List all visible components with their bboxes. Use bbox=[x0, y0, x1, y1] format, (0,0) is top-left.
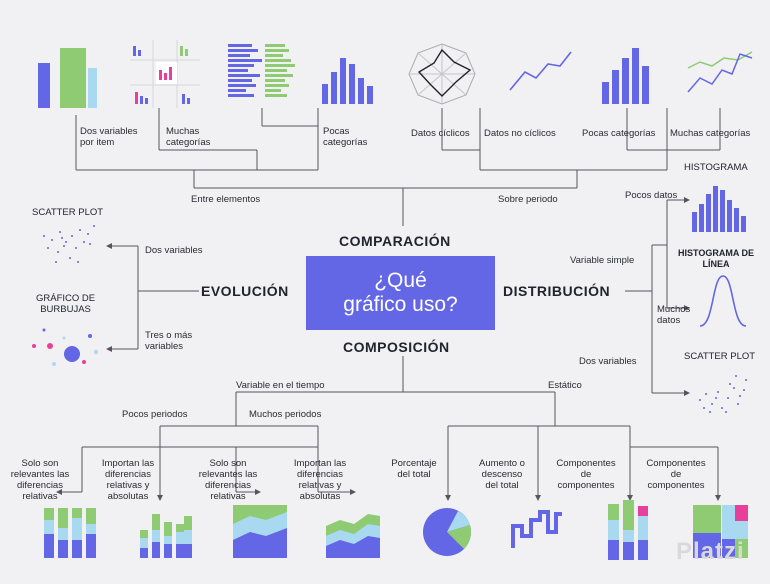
bell-curve-icon bbox=[699, 275, 747, 327]
label-few-categories: Pocas categorías bbox=[323, 126, 368, 148]
platzi-watermark-logo: Platzi bbox=[676, 538, 745, 565]
label-many-data: Muchos datos bbox=[657, 304, 691, 326]
radar-chart-icon bbox=[408, 43, 476, 105]
label-components-1: Componentes de componentes bbox=[556, 458, 616, 491]
label-relative-absolute-2: Importan las diferencias relativas y abs… bbox=[293, 458, 347, 502]
label-two-variables: Dos variables bbox=[145, 245, 203, 256]
grid-bar-icon bbox=[130, 40, 200, 108]
waterfall-icon bbox=[511, 510, 562, 548]
label-increase-decrease: Aumento o descenso del total bbox=[479, 458, 525, 491]
label-only-relative-1: Solo son relevantes las diferencias rela… bbox=[10, 458, 70, 502]
column-chart-icon bbox=[322, 58, 373, 104]
center-question-box: ¿Qué gráfico uso? bbox=[306, 256, 495, 330]
bubble-chart-icon bbox=[32, 328, 98, 366]
line-chart-icon bbox=[509, 51, 572, 91]
label-simple-variable: Variable simple bbox=[570, 255, 635, 266]
bar-chart-icon bbox=[38, 48, 97, 108]
title-histogram: HISTOGRAMA bbox=[684, 162, 748, 173]
treemap-icon bbox=[693, 505, 748, 558]
heading-composition: COMPOSICIÓN bbox=[343, 339, 450, 355]
label-relative-absolute-1: Importan las diferencias relativas y abs… bbox=[101, 458, 155, 502]
pie-chart-icon bbox=[423, 508, 472, 556]
title-line-histogram: HISTOGRAMA DE LÍNEA bbox=[678, 248, 755, 269]
title-bubble-chart: GRÁFICO DE BURBUJAS bbox=[36, 293, 96, 315]
label-over-period: Sobre periodo bbox=[498, 194, 558, 205]
label-many-categories-period: Muchas categorías bbox=[670, 128, 751, 139]
scatter-plot-icon bbox=[699, 375, 747, 413]
label-few-data: Pocos datos bbox=[625, 190, 678, 201]
heading-evolution: EVOLUCIÓN bbox=[201, 283, 289, 299]
stacked-bar-icon bbox=[140, 514, 192, 558]
label-between-items: Entre elementos bbox=[191, 194, 261, 205]
horizontal-bar-icon bbox=[228, 44, 295, 97]
label-many-periods: Muchos periodos bbox=[249, 409, 322, 420]
stacked-area-100-icon bbox=[233, 505, 287, 558]
scatter-plot-icon bbox=[43, 225, 95, 263]
label-two-vars-per-item: Dos variables por item bbox=[80, 126, 138, 148]
label-percent-total: Porcentaje del total bbox=[391, 458, 437, 480]
heading-comparison: COMPARACIÓN bbox=[339, 233, 451, 249]
multi-line-icon bbox=[687, 51, 753, 93]
label-two-variables-distribution: Dos variables bbox=[579, 356, 637, 367]
column-chart-icon bbox=[602, 48, 649, 104]
stacked-components-icon bbox=[608, 500, 648, 560]
label-static: Estático bbox=[548, 380, 582, 391]
heading-distribution: DISTRIBUCIÓN bbox=[503, 283, 611, 299]
label-few-periods: Pocos periodos bbox=[122, 409, 188, 420]
histogram-icon bbox=[692, 186, 746, 232]
title-scatter-plot: SCATTER PLOT bbox=[32, 207, 104, 218]
stacked-100-icon bbox=[44, 508, 96, 558]
title-scatter-plot-distribution: SCATTER PLOT bbox=[684, 351, 756, 362]
stacked-area-icon bbox=[326, 514, 380, 558]
label-variable-over-time: Variable en el tiempo bbox=[236, 380, 325, 391]
label-few-categories-period: Pocas categorías bbox=[582, 128, 656, 139]
label-components-2: Componentes de componentes bbox=[646, 458, 706, 491]
label-only-relative-2: Solo son relevantes las diferencias rela… bbox=[198, 458, 258, 502]
label-non-cyclic-data: Datos no cíclicos bbox=[484, 128, 556, 139]
label-three-or-more: Tres o más variables bbox=[145, 330, 193, 352]
label-cyclic-data: Datos cíclicos bbox=[411, 128, 470, 139]
label-many-categories: Muchas categorías bbox=[166, 126, 211, 148]
